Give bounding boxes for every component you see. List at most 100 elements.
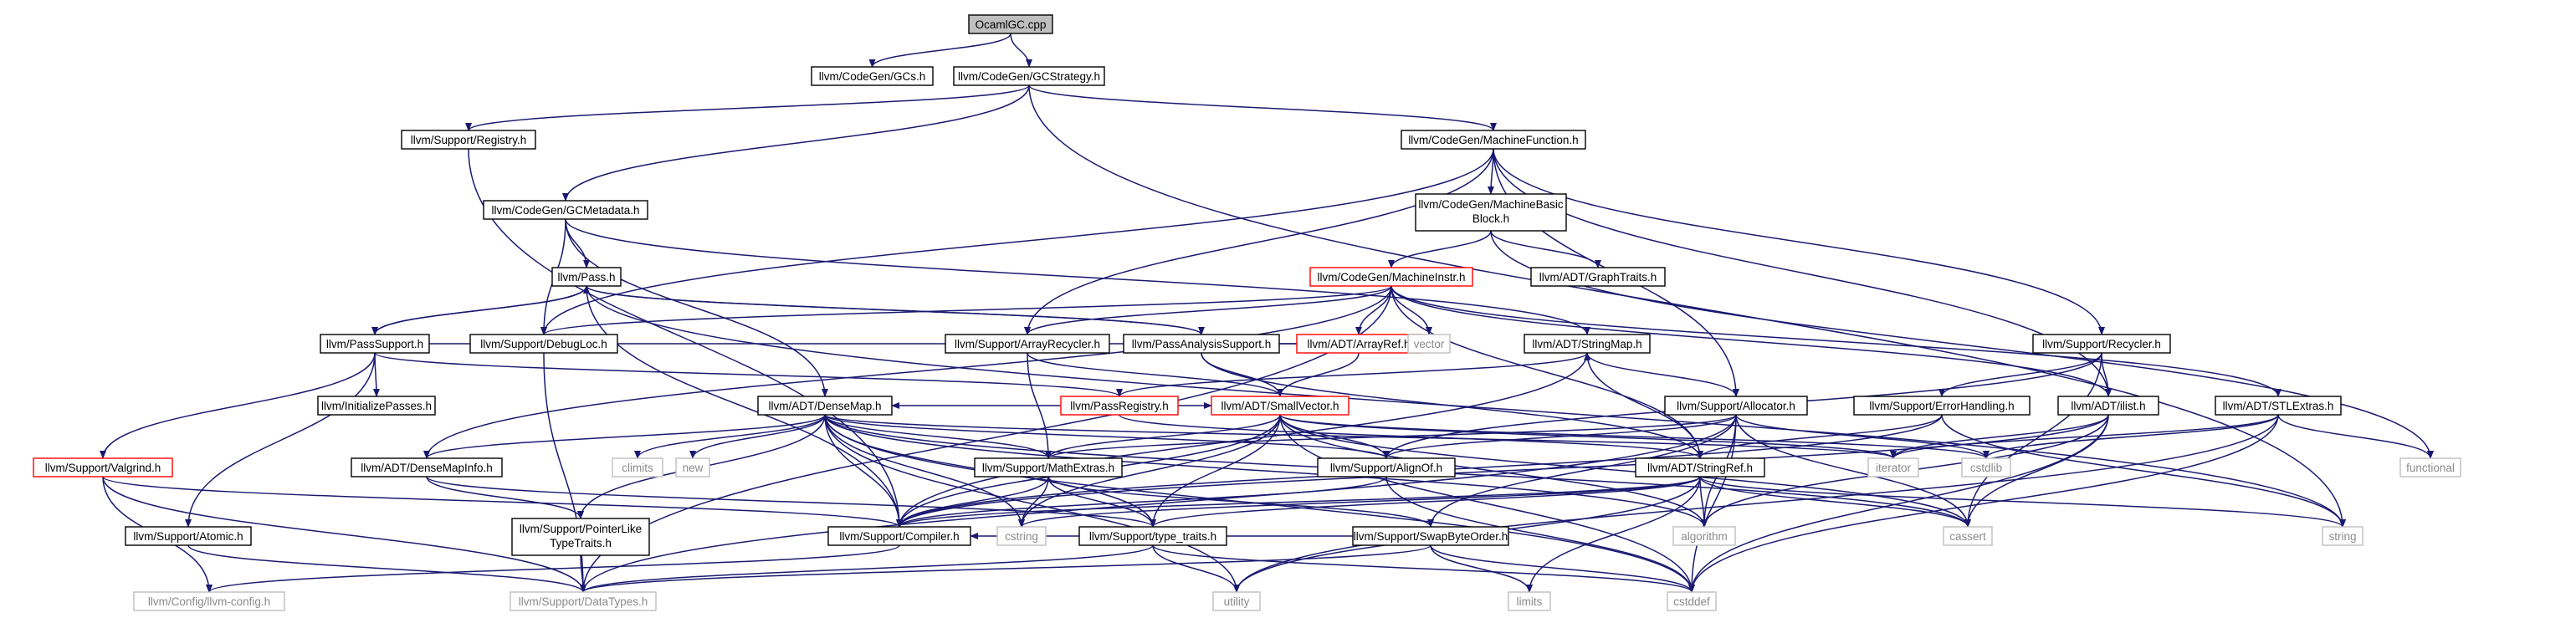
node-root[interactable]: OcamlGC.cpp (968, 14, 1053, 34)
node-new[interactable]: new (675, 457, 710, 478)
node-box (1212, 591, 1261, 611)
edge-allocator-to-alignof (1383, 414, 1737, 459)
node-iterator[interactable]: iterator (1867, 457, 1919, 478)
edge-stringmap-to-allocator (1586, 352, 1739, 397)
node-passanalysis[interactable]: llvm/PassAnalysisSupport.h (1123, 334, 1280, 354)
edge-mathextras-to-swapbyteorder (1047, 476, 1434, 528)
node-string[interactable]: string (2322, 526, 2363, 546)
node-gcs[interactable]: llvm/CodeGen/GCs.h (811, 66, 934, 86)
edge-stringref-to-limits (1526, 476, 1701, 593)
node-mathextras[interactable]: llvm/Support/MathExtras.h (974, 457, 1123, 478)
edge-ilist-to-compiler (896, 414, 2109, 528)
node-box (317, 396, 436, 416)
node-box (2399, 457, 2461, 478)
node-label: cassert (1949, 530, 1986, 543)
node-limits[interactable]: limits (1508, 591, 1551, 611)
node-registry[interactable]: llvm/Support/Registry.h (401, 130, 536, 150)
edge-mathextras-to-typetraits (1047, 476, 1156, 528)
node-box (1672, 526, 1736, 546)
node-label: llvm/ADT/DenseMapInfo.h (361, 462, 493, 474)
node-label: llvm/ADT/SmallVector.h (1221, 400, 1339, 412)
node-graphtraits[interactable]: llvm/ADT/GraphTraits.h (1530, 267, 1666, 287)
node-machineinstr[interactable]: llvm/CodeGen/MachineInstr.h (1309, 267, 1473, 287)
node-box (1309, 267, 1473, 287)
node-label: llvm/Support/Valgrind.h (45, 462, 161, 474)
node-compiler[interactable]: llvm/Support/Compiler.h (827, 526, 971, 546)
node-recycler[interactable]: llvm/Support/Recycler.h (2032, 334, 2171, 354)
node-cassert[interactable]: cassert (1943, 526, 1993, 546)
node-cstring[interactable]: cstring (996, 526, 1047, 546)
node-errorhandling[interactable]: llvm/Support/ErrorHandling.h (1853, 396, 2031, 416)
node-atomic[interactable]: llvm/Support/Atomic.h (125, 526, 252, 546)
node-valgrind[interactable]: llvm/Support/Valgrind.h (33, 457, 173, 478)
node-smallvector[interactable]: llvm/ADT/SmallVector.h (1211, 396, 1349, 416)
node-vector[interactable]: vector (1407, 334, 1451, 354)
node-gcstrategy[interactable]: llvm/CodeGen/GCStrategy.h (953, 66, 1105, 86)
node-stlextras[interactable]: llvm/ADT/STLExtras.h (2215, 396, 2342, 416)
edge-atomic-to-datatypes (187, 544, 586, 593)
node-box (1415, 193, 1567, 232)
edge-smallvector-to-typetraits (1150, 414, 1281, 528)
node-label: llvm/Pass.h (557, 271, 615, 283)
edge-machinefunction-to-debugloc (540, 148, 1494, 335)
node-arrayrecycler[interactable]: llvm/Support/ArrayRecycler.h (945, 334, 1110, 354)
edge-smallvector-to-mathextras (1045, 414, 1281, 459)
edge-debugloc-to-datatypes (543, 352, 586, 593)
node-box (125, 526, 252, 546)
node-box (757, 396, 893, 416)
node-llvmconfig[interactable]: llvm/Config/llvm-config.h (133, 591, 285, 611)
edge-densemap-to-cstring (824, 414, 1025, 528)
node-box (1123, 334, 1280, 354)
node-box (401, 130, 536, 150)
node-box (1407, 334, 1451, 354)
node-swapbyteorder[interactable]: llvm/Support/SwapByteOrder.h (1352, 526, 1509, 546)
node-box (1401, 130, 1586, 150)
edge-errorhandling-to-stringref (1697, 414, 1943, 459)
node-initpasses[interactable]: llvm/InitializePasses.h (317, 396, 436, 416)
edge-stringmap-to-compiler (896, 352, 1588, 528)
node-label: climits (622, 462, 653, 474)
edge-allocator-to-datatypes (580, 414, 1737, 593)
node-densemapinfo[interactable]: llvm/ADT/DenseMapInfo.h (351, 457, 503, 478)
node-box (1352, 526, 1509, 546)
edge-root-to-gcstrategy (1010, 33, 1032, 68)
node-densemap[interactable]: llvm/ADT/DenseMap.h (757, 396, 893, 416)
node-climits[interactable]: climits (612, 457, 663, 478)
node-box (1530, 267, 1666, 287)
node-label: llvm/InitializePasses.h (321, 400, 432, 412)
node-ilist[interactable]: llvm/ADT/ilist.h (2057, 396, 2159, 416)
edge-machineinstr-to-arrayrecycler (1024, 285, 1392, 335)
edge-densemap-to-densemapinfo (423, 414, 826, 459)
node-cstdlib[interactable]: cstdlib (1961, 457, 2011, 478)
node-layer: OcamlGC.cpp llvm/CodeGen/GCs.h llvm/CodeGe… (33, 14, 2461, 611)
node-passregistry[interactable]: llvm/PassRegistry.h (1060, 396, 1179, 416)
node-cstddef[interactable]: cstddef (1667, 591, 1717, 611)
node-machinefunction[interactable]: llvm/CodeGen/MachineFunction.h (1401, 130, 1586, 150)
node-allocator[interactable]: llvm/Support/Allocator.h (1664, 396, 1808, 416)
node-pass[interactable]: llvm/Pass.h (551, 267, 622, 287)
node-box (968, 14, 1053, 34)
edge-stlextras-to-cstdlib (1983, 414, 2279, 459)
edge-passanalysis-to-stringref (1201, 352, 1703, 459)
node-algorithm[interactable]: algorithm (1672, 526, 1736, 546)
node-label: llvm/Support/AlignOf.h (1330, 462, 1442, 474)
node-arrayref[interactable]: llvm/ADT/ArrayRef.h (1296, 334, 1421, 354)
node-debugloc[interactable]: llvm/Support/DebugLoc.h (469, 334, 618, 354)
node-label: llvm/Support/Allocator.h (1677, 400, 1795, 412)
node-utility[interactable]: utility (1212, 591, 1261, 611)
node-datatypes[interactable]: llvm/Support/DataTypes.h (510, 591, 657, 611)
node-gcmetadata[interactable]: llvm/CodeGen/GCMetadata.h (483, 200, 648, 220)
node-label: llvm/PassSupport.h (326, 338, 423, 350)
node-passsupport[interactable]: llvm/PassSupport.h (320, 334, 430, 354)
node-alignof[interactable]: llvm/Support/AlignOf.h (1317, 457, 1456, 478)
node-stringref[interactable]: llvm/ADT/StringRef.h (1635, 457, 1765, 478)
node-box (1853, 396, 2031, 416)
node-box (1508, 591, 1551, 611)
node-stringmap[interactable]: llvm/ADT/StringMap.h (1524, 334, 1651, 354)
edge-typetraits-to-cstddef (1152, 544, 1695, 593)
node-functional[interactable]: functional (2399, 457, 2461, 478)
node-box (1867, 457, 1919, 478)
node-typetraits[interactable]: llvm/Support/type_traits.h (1078, 526, 1227, 546)
